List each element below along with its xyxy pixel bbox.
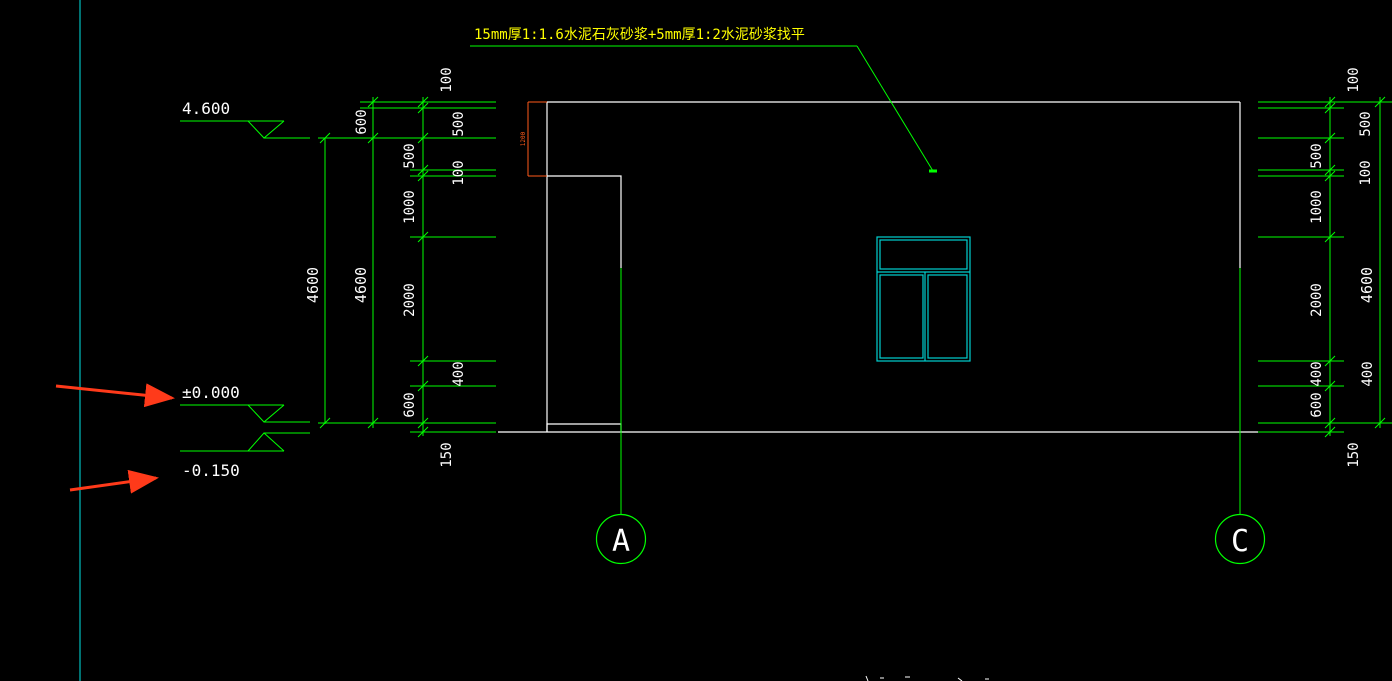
left-dim-top-100: 100 [439, 67, 455, 92]
red-pointer-arrow-bottom [69, 469, 159, 494]
left-dimension-lines [318, 96, 496, 438]
left-dim-total-inner: 4600 [352, 267, 370, 303]
right-dimension-lines [1258, 96, 1392, 438]
building-outline [498, 101, 1258, 433]
left-dim-600-top: 600 [354, 109, 370, 134]
right-dim-500-top: 500 [1358, 111, 1374, 136]
axis-label-a: A [612, 524, 630, 559]
right-dim-top-100: 100 [1346, 67, 1362, 92]
right-dim-600-bottom: 600 [1309, 392, 1325, 417]
left-dim-500: 500 [402, 143, 418, 168]
left-dim-500-inner: 500 [451, 111, 467, 136]
left-dim-total-outer: 4600 [304, 267, 322, 303]
left-dim-150: 150 [439, 442, 455, 467]
elevation-marker-top [180, 120, 310, 139]
left-dim-1000: 1000 [402, 190, 418, 224]
axis-lines [620, 268, 1241, 514]
right-dim-1000: 1000 [1309, 190, 1325, 224]
elevation-zero-label: ±0.000 [182, 383, 240, 402]
window [876, 236, 971, 362]
right-dim-2000: 2000 [1309, 283, 1325, 317]
note-leader [470, 45, 937, 173]
red-pointer-arrow-zero [55, 383, 175, 408]
left-dim-100: 100 [451, 160, 467, 185]
axis-label-c: C [1231, 524, 1249, 559]
right-dim-400: 400 [1309, 361, 1325, 386]
elevation-marker-zero [180, 404, 310, 423]
material-note: 15mm厚1:1.6水泥石灰砂浆+5mm厚1:2水泥砂浆找平 [474, 27, 805, 43]
left-dim-600-bottom: 600 [402, 392, 418, 417]
axis-bubble-c [1214, 513, 1266, 565]
right-dim-150: 150 [1346, 442, 1362, 467]
left-dim-400: 400 [451, 361, 467, 386]
elevation-marker-bottom [180, 432, 310, 452]
right-dim-100: 100 [1358, 160, 1374, 185]
left-dim-2000: 2000 [402, 283, 418, 317]
small-red-dim-label: 1200 [520, 131, 527, 146]
right-dim-total: 4600 [1358, 267, 1376, 303]
cropped-text-fragment [865, 675, 989, 681]
elevation-bottom-label: -0.150 [182, 461, 240, 480]
elevation-top-label: 4.600 [182, 99, 230, 118]
right-dim-500: 500 [1309, 143, 1325, 168]
right-dim-400-outer: 400 [1360, 361, 1376, 386]
axis-bubble-a [595, 513, 647, 565]
small-red-dimension [527, 101, 547, 177]
